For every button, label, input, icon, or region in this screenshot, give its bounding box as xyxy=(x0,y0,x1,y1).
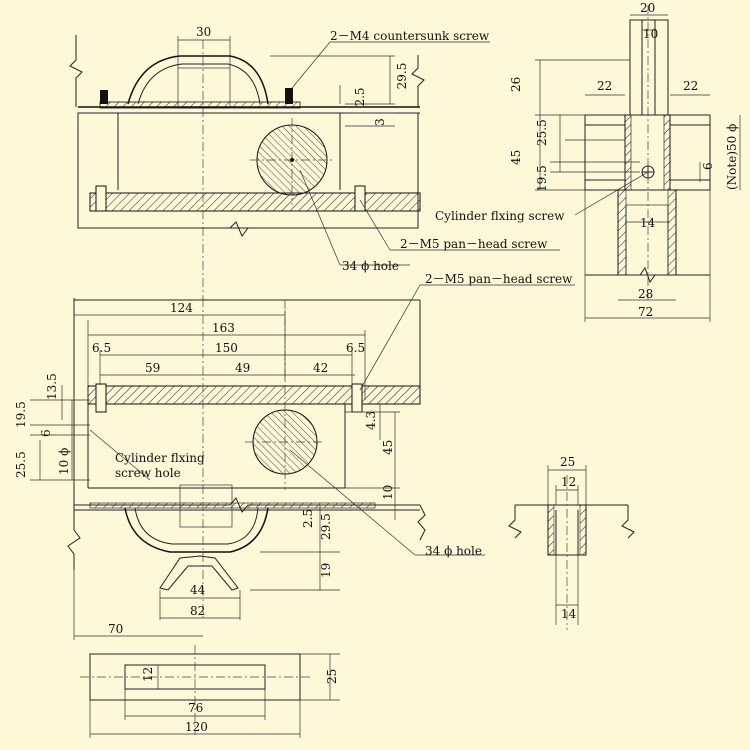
dim-top-3: 3 xyxy=(373,118,387,126)
dim-plate-12: 12 xyxy=(141,667,155,682)
label-hole-top: 34 ϕ hole xyxy=(342,259,399,273)
dim-side-22-right: 22 xyxy=(683,79,698,93)
dim-main-42: 42 xyxy=(313,361,328,375)
dim-main-4-3: 4.3 xyxy=(364,411,378,430)
dim-channel-25: 25 xyxy=(560,455,575,469)
label-m5-screw-main: 2－M5 pan－head screw xyxy=(425,272,573,286)
dim-main-49: 49 xyxy=(235,361,250,375)
label-cyl-hole-1: Cylinder flxing xyxy=(115,451,205,465)
dim-main-19: 19 xyxy=(319,563,333,578)
dim-plate-120: 120 xyxy=(185,720,208,734)
dim-top-29-5: 29.5 xyxy=(395,63,409,90)
dim-side-14: 14 xyxy=(640,216,656,230)
dim-side-6: 6 xyxy=(701,162,715,170)
dim-main-59: 59 xyxy=(145,361,160,375)
dim-side-28: 28 xyxy=(638,287,653,301)
dim-main-6-5-right: 6.5 xyxy=(346,341,365,355)
dim-main-25-5: 25.5 xyxy=(14,451,28,478)
label-hole-main: 34 ϕ hole xyxy=(425,544,482,558)
dim-side-19-5: 19.5 xyxy=(535,165,549,192)
dim-main-19-5: 19.5 xyxy=(14,401,28,428)
dim-plate-25: 25 xyxy=(325,669,339,684)
dim-main-44: 44 xyxy=(190,583,206,597)
dim-side-25-5: 25.5 xyxy=(535,119,549,146)
dim-main-10: 10 xyxy=(381,485,395,500)
side-view: 20 10 22 22 26 45 25.5 19.5 6 14 28 72 (… xyxy=(435,1,741,322)
dim-handle-30: 30 xyxy=(196,25,211,39)
dim-top-2-5: 2.5 xyxy=(353,87,367,106)
dim-main-29-5: 29.5 xyxy=(319,513,333,540)
dim-main-2-5: 2.5 xyxy=(301,509,315,528)
dim-side-45: 45 xyxy=(509,150,523,165)
dim-main-10-phi: 10 ϕ xyxy=(57,448,71,475)
dim-main-13-5: 13.5 xyxy=(45,373,59,400)
dim-main-45: 45 xyxy=(381,440,395,455)
dim-main-124: 124 xyxy=(170,301,193,315)
dim-side-20: 20 xyxy=(640,1,655,15)
dim-channel-12: 12 xyxy=(561,475,576,489)
dim-side-72: 72 xyxy=(638,305,653,319)
label-cylinder-screw: Cylinder flxing screw xyxy=(435,209,565,223)
dim-main-82: 82 xyxy=(190,604,205,618)
label-m5-screw-top: 2－M5 pan－head screw xyxy=(400,237,548,251)
dim-main-70: 70 xyxy=(108,622,123,636)
channel-detail: 25 12 14 xyxy=(508,455,635,630)
dim-main-163: 163 xyxy=(212,321,235,335)
dim-side-10: 10 xyxy=(643,27,658,41)
bottom-plate: 12 25 76 120 xyxy=(80,645,340,738)
top-view: 30 29.5 2.5 3 2－M4 countersunk screw 2－M… xyxy=(69,25,560,300)
dim-side-26: 26 xyxy=(509,77,523,92)
dim-side-note-50: (Note)50 ϕ xyxy=(725,124,739,190)
dim-channel-14: 14 xyxy=(561,607,577,621)
label-cyl-hole-2: screw hole xyxy=(115,466,181,480)
main-view: 124 163 150 6.5 6.5 59 49 42 13.5 19.5 6… xyxy=(14,272,575,640)
dim-main-150: 150 xyxy=(215,341,238,355)
dim-side-22-left: 22 xyxy=(597,79,612,93)
dim-plate-76: 76 xyxy=(188,701,203,715)
dim-main-6: 6 xyxy=(39,429,53,437)
dim-main-6-5-left: 6.5 xyxy=(92,341,111,355)
label-m4-screw: 2－M4 countersunk screw xyxy=(330,29,490,43)
